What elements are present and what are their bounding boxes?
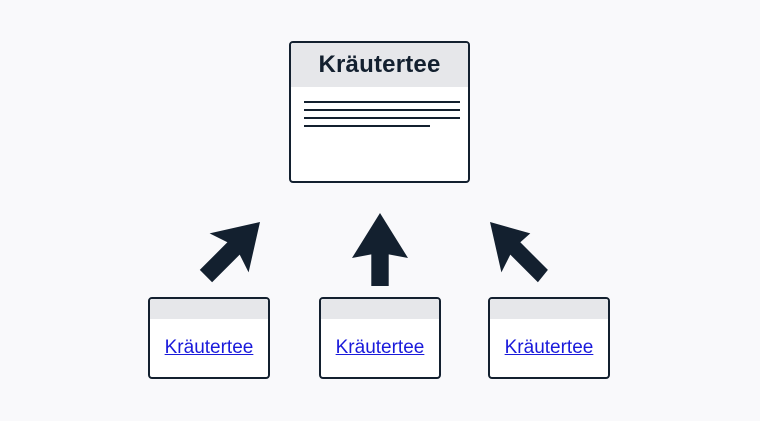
source-card-header bbox=[150, 299, 268, 319]
arrow-up-left-icon bbox=[490, 222, 548, 283]
main-card-text-placeholder bbox=[304, 101, 460, 133]
main-document-card: Kräutertee bbox=[289, 41, 470, 183]
arrow-up-icon bbox=[352, 213, 408, 286]
main-card-title: Kräutertee bbox=[318, 51, 441, 78]
source-card-body: Kräutertee bbox=[321, 319, 439, 377]
source-card-left: Kräutertee bbox=[148, 297, 270, 379]
link-kraeutertee[interactable]: Kräutertee bbox=[335, 337, 425, 358]
link-kraeutertee[interactable]: Kräutertee bbox=[504, 337, 594, 358]
source-card-header bbox=[490, 299, 608, 319]
text-line bbox=[304, 117, 460, 119]
text-line bbox=[304, 101, 460, 103]
link-kraeutertee[interactable]: Kräutertee bbox=[164, 337, 254, 358]
source-card-header bbox=[321, 299, 439, 319]
source-card-body: Kräutertee bbox=[490, 319, 608, 377]
source-card-middle: Kräutertee bbox=[319, 297, 441, 379]
arrow-up-right-icon bbox=[199, 222, 260, 283]
text-line bbox=[304, 125, 430, 127]
source-card-body: Kräutertee bbox=[150, 319, 268, 377]
text-line bbox=[304, 109, 460, 111]
source-card-right: Kräutertee bbox=[488, 297, 610, 379]
main-card-header: Kräutertee bbox=[291, 43, 468, 87]
